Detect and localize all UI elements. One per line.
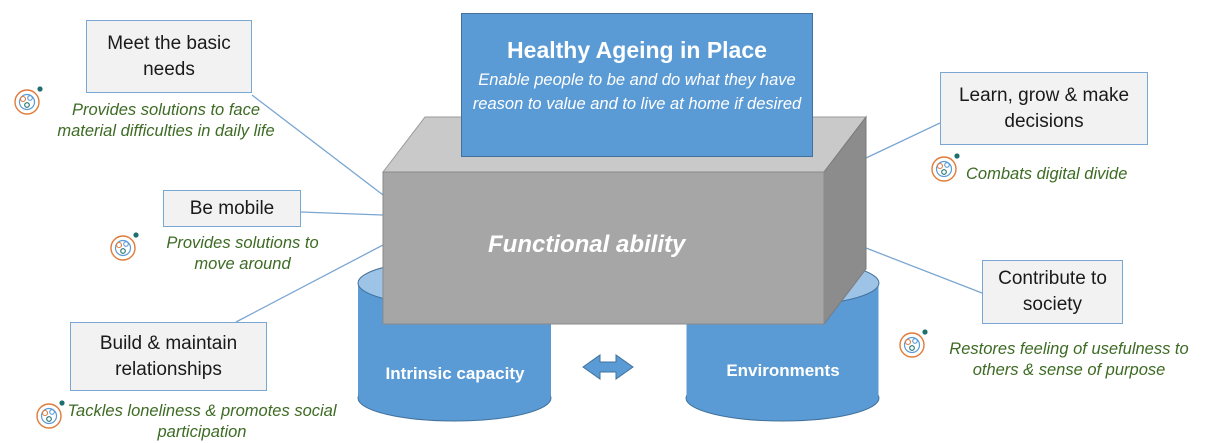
target-circles-icon: [14, 86, 43, 115]
connector-basic-needs: [251, 94, 384, 196]
label-learn-grow: Learn, grow & make decisions: [940, 72, 1148, 145]
intrinsic-capacity-label: Intrinsic capacity: [385, 364, 525, 383]
label-contribute: Contribute to society: [982, 260, 1123, 324]
double-arrow-icon: [582, 354, 634, 380]
environments-label: Environments: [726, 361, 840, 380]
label-relationships: Build & maintain relationships: [70, 322, 267, 391]
note-basic-needs: Provides solutions to face material diff…: [57, 101, 275, 140]
note-be-mobile: Provides solutions to move around: [166, 234, 319, 273]
target-circles-icon: [931, 153, 960, 182]
target-circles-icon: [36, 400, 65, 429]
connector-relationships: [235, 244, 384, 323]
title-box: Healthy Ageing in Place Enable people to…: [461, 13, 813, 157]
label-basic-needs: Meet the basic needs: [86, 20, 252, 93]
target-circles-icon: [110, 232, 139, 261]
connector-contribute: [865, 247, 983, 294]
note-contribute: Restores feeling of usefulness to others…: [949, 340, 1189, 379]
title-subtitle: Enable people to be and do what they hav…: [472, 71, 802, 113]
note-relationships: Tackles loneliness & promotes social par…: [67, 402, 337, 441]
note-learn: Combats digital divide: [966, 165, 1128, 183]
title-heading: Healthy Ageing in Place: [507, 37, 767, 63]
connector-mobile: [300, 211, 384, 216]
label-be-mobile: Be mobile: [163, 190, 301, 227]
connector-learn: [865, 122, 941, 159]
functional-ability-label: Functional ability: [488, 231, 686, 258]
target-circles-icon: [899, 329, 928, 358]
